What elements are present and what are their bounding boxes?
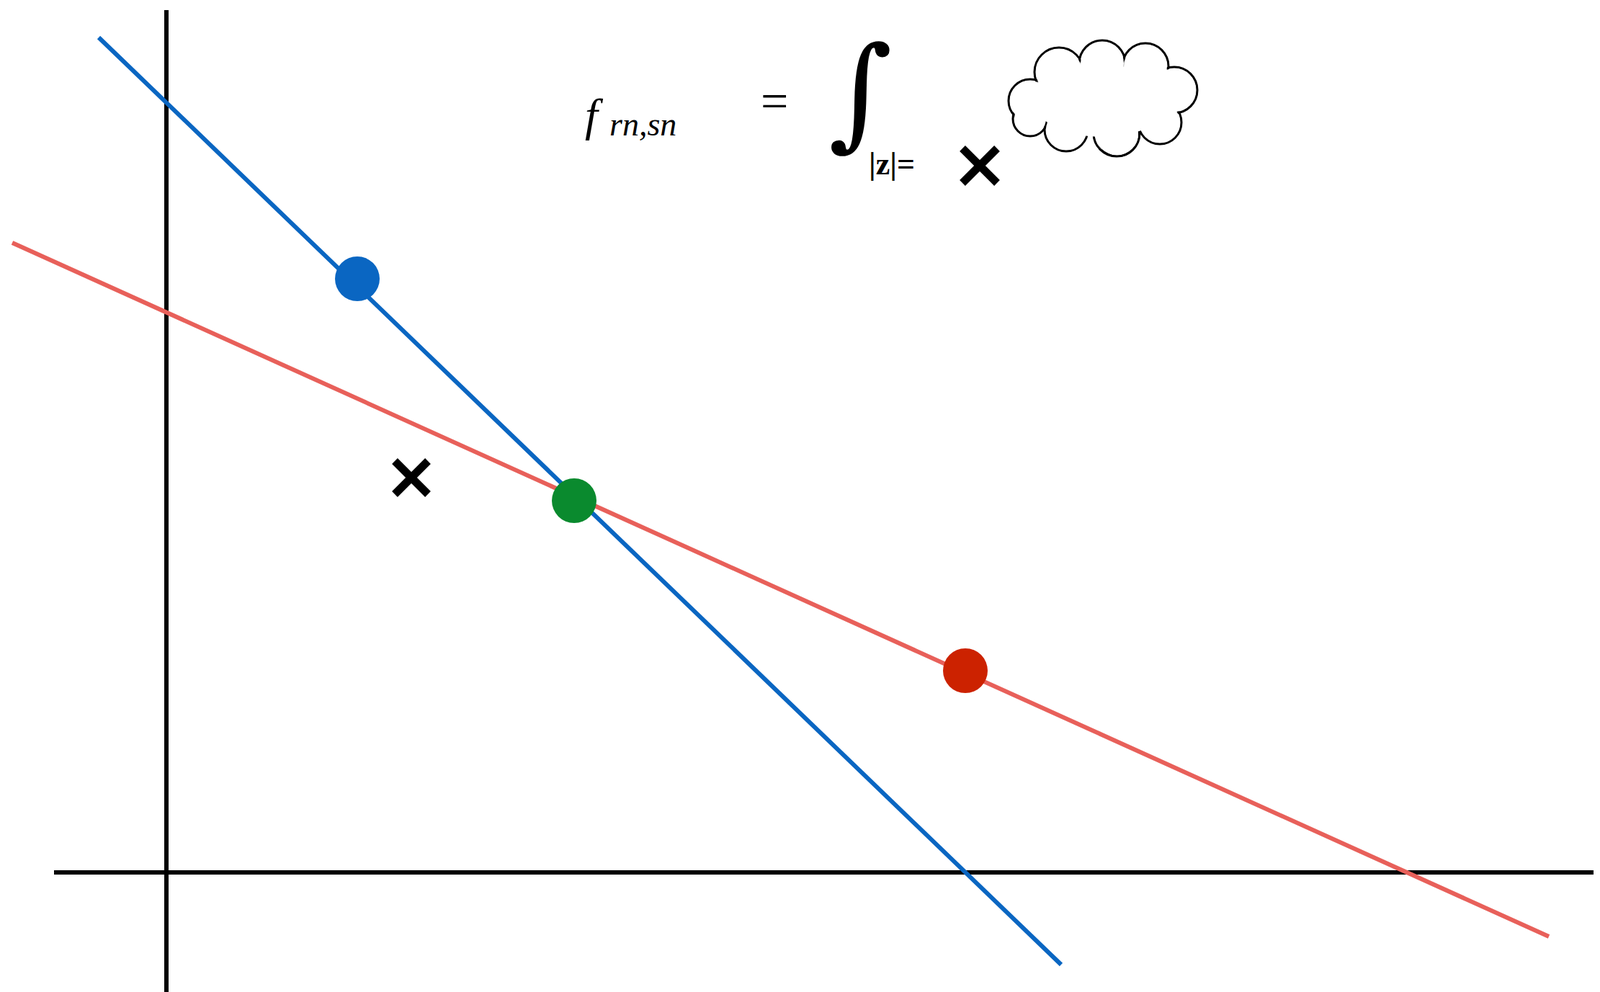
integral-sign: ∫ [828,30,893,153]
horizontal-axis [54,870,1594,875]
blue-dot [334,256,380,302]
function-symbol: f [584,92,598,139]
cross-mark [394,461,428,495]
cloud-symbol [1008,40,1198,157]
subscript-label: rn,sn [609,108,677,142]
green-dot [551,478,597,524]
blue-line [98,37,1062,965]
integral-subscript: |z|= [868,148,915,181]
red-dot [942,648,988,694]
vertical-axis [164,10,169,992]
cross-symbol [962,148,998,183]
equals-sign: = [760,76,789,126]
red-line [12,242,1549,937]
